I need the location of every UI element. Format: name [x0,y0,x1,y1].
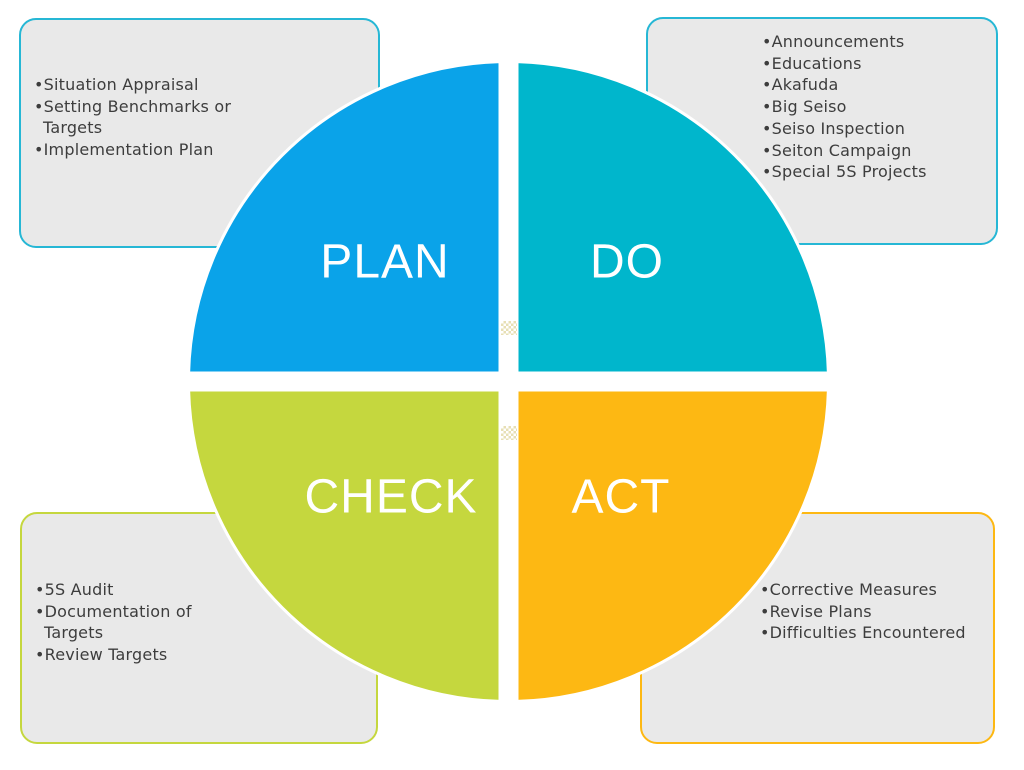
quadrant-do [515,61,829,375]
quadrant-label-do: DO [590,235,664,289]
list-item: Akafuda [762,74,982,96]
watermark-stamp-top [501,321,517,335]
list-item: Announcements [762,31,982,53]
list-item: Revise Plans [760,601,988,623]
quadrant-plan [188,61,502,375]
list-item: Difficulties Encountered [760,622,988,644]
quadrant-label-act: ACT [571,470,671,524]
list-item: Special 5S Projects [762,161,982,183]
quadrant-label-check: CHECK [304,470,478,524]
list-item: Seiton Campaign [762,140,982,162]
quadrant-act [515,388,829,702]
check-bullet-list: 5S Audit Documentation of Targets Review… [35,579,200,666]
quadrant-check [188,388,502,702]
list-item: Review Targets [35,644,200,666]
quadrant-label-plan: PLAN [320,235,450,289]
watermark-stamp-bottom [501,426,517,440]
do-bullet-list: Announcements Educations Akafuda Big Sei… [762,31,982,183]
list-item: Setting Benchmarks or Targets [34,96,249,139]
list-item: Documentation of Targets [35,601,200,644]
list-item: Corrective Measures [760,579,988,601]
list-item: 5S Audit [35,579,200,601]
list-item: Educations [762,53,982,75]
pdca-circle: PLAN DO CHECK ACT [188,61,829,702]
list-item: Seiso Inspection [762,118,982,140]
plan-bullet-list: Situation Appraisal Setting Benchmarks o… [34,74,249,161]
list-item: Implementation Plan [34,139,249,161]
list-item: Situation Appraisal [34,74,249,96]
pdca-circle-svg [188,61,829,702]
list-item: Big Seiso [762,96,982,118]
act-bullet-list: Corrective Measures Revise Plans Difficu… [760,579,988,644]
